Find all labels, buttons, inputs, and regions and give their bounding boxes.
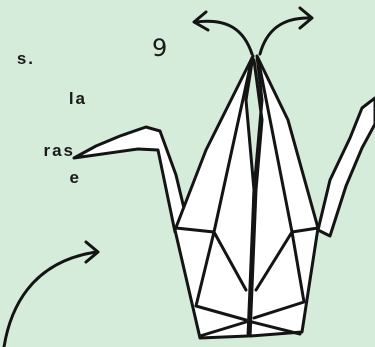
curved-arrow-right-icon	[260, 18, 308, 54]
curved-pointer-arrow-icon	[4, 252, 96, 347]
curved-arrow-left-icon	[196, 21, 252, 54]
crane-right-flap	[318, 98, 375, 236]
crane-left-flap	[74, 127, 188, 232]
